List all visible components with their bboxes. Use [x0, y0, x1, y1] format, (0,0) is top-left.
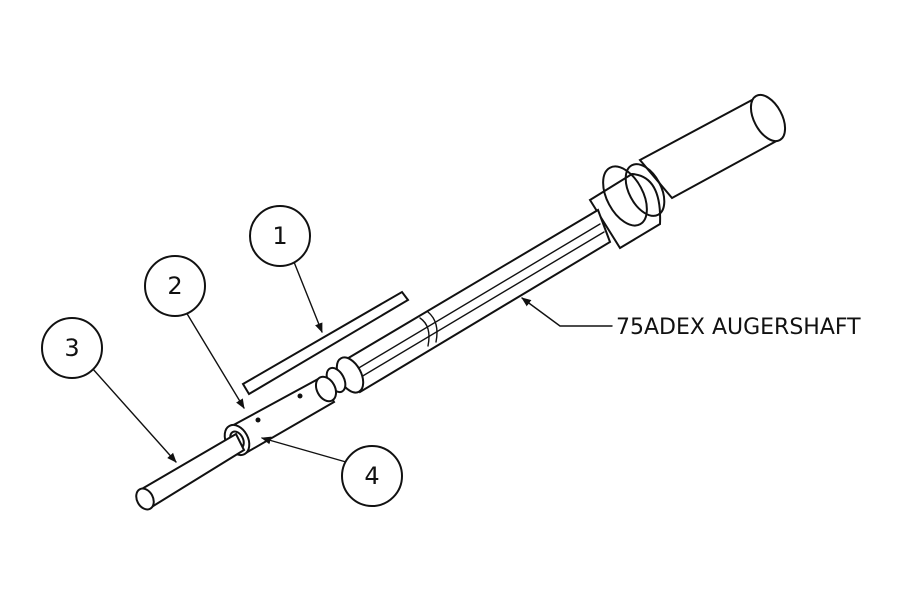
callout-1: 1	[249, 205, 311, 267]
callout-4: 4	[341, 445, 403, 507]
part-1-key-strip	[241, 290, 410, 396]
callout-4-label: 4	[364, 462, 379, 490]
callout-2: 2	[144, 255, 206, 317]
assembly-label: 75ADEX AUGERSHAFT	[616, 315, 861, 340]
callout-2-label: 2	[167, 272, 182, 300]
part-3-rod	[135, 432, 246, 511]
augershaft-body	[325, 93, 787, 394]
callout-3-label: 3	[64, 334, 79, 362]
leader-lines	[91, 261, 613, 463]
callout-1-label: 1	[272, 222, 287, 250]
callout-3: 3	[41, 317, 103, 379]
